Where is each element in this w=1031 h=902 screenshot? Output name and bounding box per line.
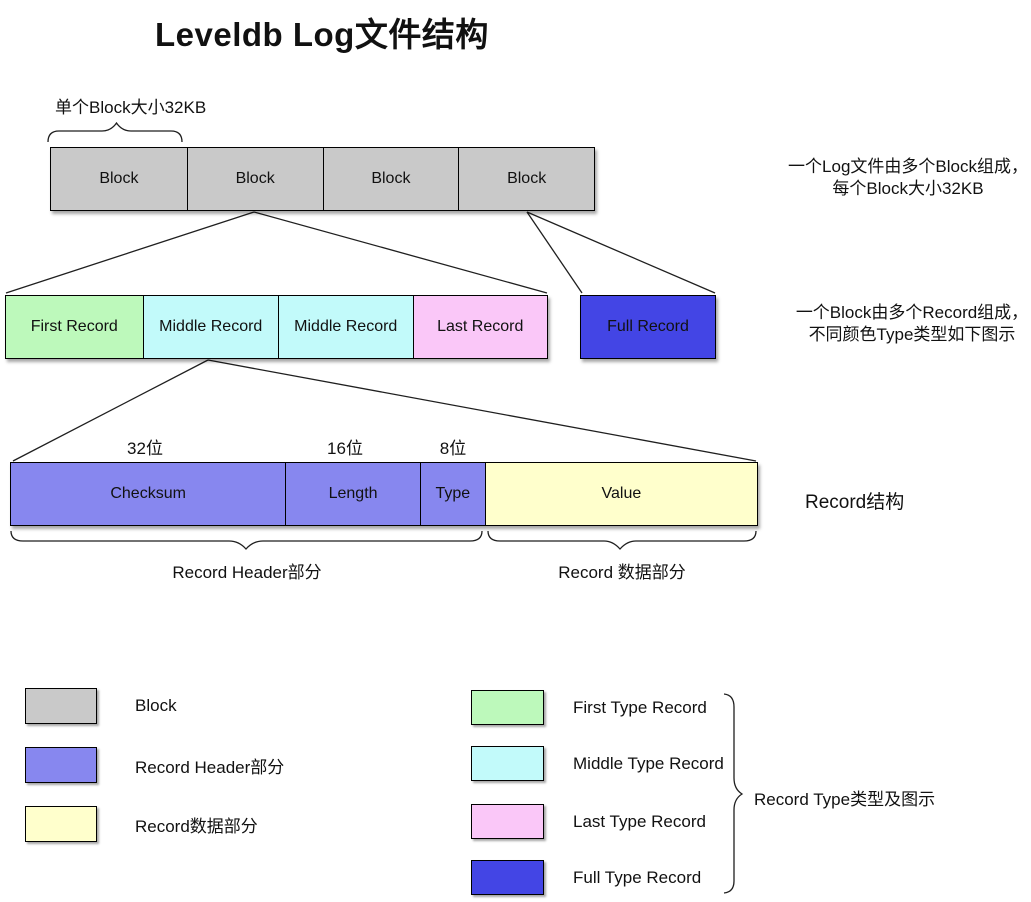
block-note-line1: 一个Log文件由多个Block组成， (788, 157, 1028, 176)
length-bits-label: 16位 (327, 439, 363, 458)
structure-note: Record结构 (805, 492, 905, 513)
legend-label: Record数据部分 (135, 816, 258, 836)
checksum-bits-label: 32位 (127, 439, 163, 458)
record-header-swatch (25, 747, 97, 783)
block-row: Block Block Block Block (50, 147, 595, 211)
legend-item-last-type: Last Type Record (471, 804, 706, 839)
legend-item-record-header: Record Header部分 (25, 747, 284, 783)
checksum-cell: Checksum (11, 463, 286, 525)
first-type-swatch (471, 690, 544, 725)
record-data-brace-label: Record 数据部分 (558, 563, 686, 582)
length-cell: Length (285, 463, 420, 525)
middle-type-swatch (471, 746, 544, 781)
record-note-line1: 一个Block由多个Record组成， (795, 303, 1029, 322)
legend-label: Middle Type Record (573, 753, 724, 773)
type-cell: Type (419, 463, 485, 525)
full-type-swatch (471, 860, 544, 895)
block-note-line2: 每个Block大小32KB (832, 179, 984, 198)
last-type-swatch (471, 804, 544, 839)
block-to-full-line-left (526, 211, 583, 294)
record-row: First Record Middle Record Middle Record… (5, 295, 548, 359)
legend-label: Record Header部分 (135, 757, 285, 777)
page-title: Leveldb Log文件结构 (155, 16, 489, 53)
block-cell: Block (51, 148, 187, 210)
record-header-brace (10, 530, 483, 550)
record-row-note: 一个Block由多个Record组成， 不同颜色Type类型如下图示 (792, 302, 1031, 346)
record-type-brace-label: Record Type类型及图示 (754, 790, 936, 809)
first-record-cell: First Record (6, 296, 143, 358)
block-cell: Block (458, 148, 594, 210)
block-size-annotation: 单个Block大小32KB (55, 98, 207, 117)
middle-record-cell: Middle Record (142, 296, 278, 358)
block-size-brace (47, 121, 183, 143)
record-header-brace-label: Record Header部分 (172, 563, 322, 582)
block-cell: Block (322, 148, 459, 210)
block-to-records-line-right (253, 211, 548, 294)
legend-label: First Type Record (573, 697, 707, 717)
legend-label: Full Type Record (573, 867, 702, 887)
legend-item-full-type: Full Type Record (471, 860, 701, 895)
block-row-note: 一个Log文件由多个Block组成， 每个Block大小32KB (788, 156, 1028, 200)
legend-item-middle-type: Middle Type Record (471, 746, 724, 781)
block-cell: Block (186, 148, 323, 210)
record-note-line2: 不同颜色Type类型如下图示 (808, 325, 1016, 344)
legend-item-block: Block (25, 688, 177, 724)
last-record-cell: Last Record (412, 296, 547, 358)
structure-row: Checksum Length Type Value (10, 462, 758, 526)
type-bits-label: 8位 (439, 439, 467, 458)
block-to-records-line-left (5, 211, 255, 294)
legend-label: Last Type Record (573, 811, 706, 831)
value-cell: Value (484, 463, 757, 525)
legend-item-record-data: Record数据部分 (25, 806, 258, 842)
middle-record-cell: Middle Record (278, 296, 413, 358)
full-record-box: Full Record (580, 295, 716, 359)
legend-item-first-type: First Type Record (471, 690, 707, 725)
block-swatch (25, 688, 97, 724)
record-data-swatch (25, 806, 97, 842)
legend-label: Block (135, 696, 177, 715)
record-data-brace (487, 530, 757, 550)
record-type-brace (723, 693, 744, 894)
block-to-full-line-right (526, 211, 716, 294)
